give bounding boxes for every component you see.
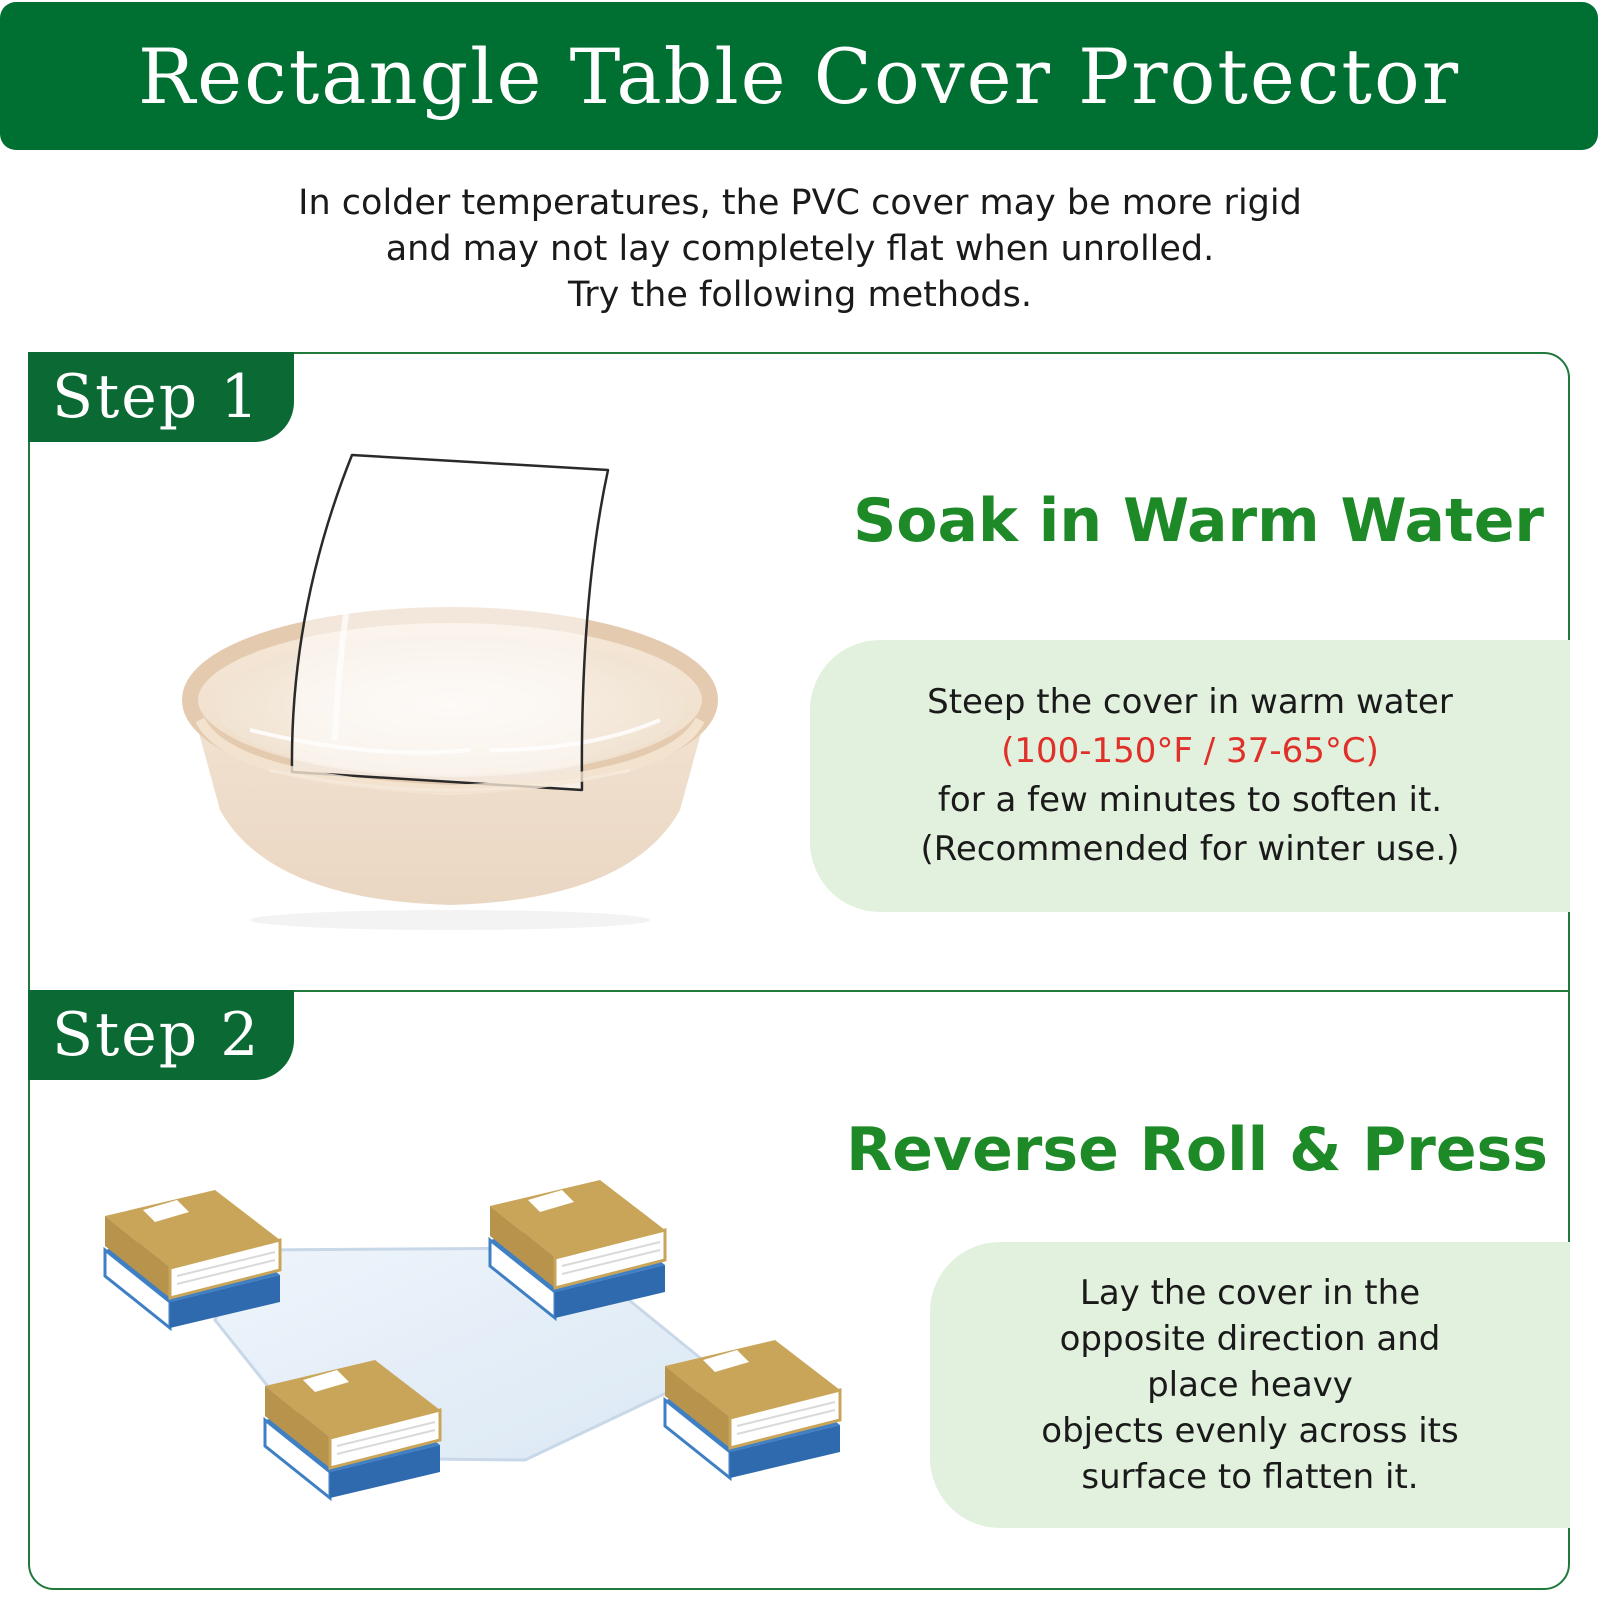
- step-2-desc-line: place heavy: [1147, 1365, 1353, 1405]
- step-1-label: Step 1: [52, 362, 261, 432]
- intro-line: and may not lay completely flat when unr…: [385, 229, 1215, 269]
- step-2-description: Lay the cover in the opposite direction …: [930, 1242, 1570, 1528]
- step-1-description: Steep the cover in warm water (100-150°F…: [810, 640, 1570, 912]
- books-on-cover-illustration: [103, 1178, 842, 1500]
- step-2-tab: Step 2: [28, 990, 294, 1080]
- step-1-heading: Soak in Warm Water: [853, 486, 1544, 556]
- step-2-heading: Reverse Roll & Press: [846, 1115, 1548, 1185]
- step-1-desc-line: for a few minutes to soften it.: [937, 780, 1443, 820]
- title-banner: Rectangle Table Cover Protector: [0, 2, 1598, 150]
- intro-text: In colder temperatures, the PVC cover ma…: [0, 180, 1600, 318]
- intro-line: Try the following methods.: [567, 275, 1033, 315]
- step-2-desc-line: surface to flatten it.: [1081, 1457, 1419, 1497]
- step-1-tab: Step 1: [28, 352, 294, 442]
- step-2-desc-line: objects evenly across its: [1041, 1411, 1459, 1451]
- step-divider: [28, 990, 1570, 992]
- step-2-desc-line: Lay the cover in the: [1079, 1273, 1421, 1313]
- step-2-label: Step 2: [52, 1000, 261, 1070]
- temperature-range: (100-150°F / 37-65°C): [1001, 731, 1379, 771]
- bowl-illustration: [182, 453, 718, 930]
- step-1-desc-line: Steep the cover in warm water: [927, 682, 1453, 722]
- intro-line: In colder temperatures, the PVC cover ma…: [298, 183, 1302, 223]
- page-title: Rectangle Table Cover Protector: [137, 31, 1461, 121]
- step-1-desc-line: (Recommended for winter use.): [920, 829, 1460, 869]
- steps-panel: [28, 352, 1570, 1590]
- step-2-desc-line: opposite direction and: [1059, 1319, 1441, 1359]
